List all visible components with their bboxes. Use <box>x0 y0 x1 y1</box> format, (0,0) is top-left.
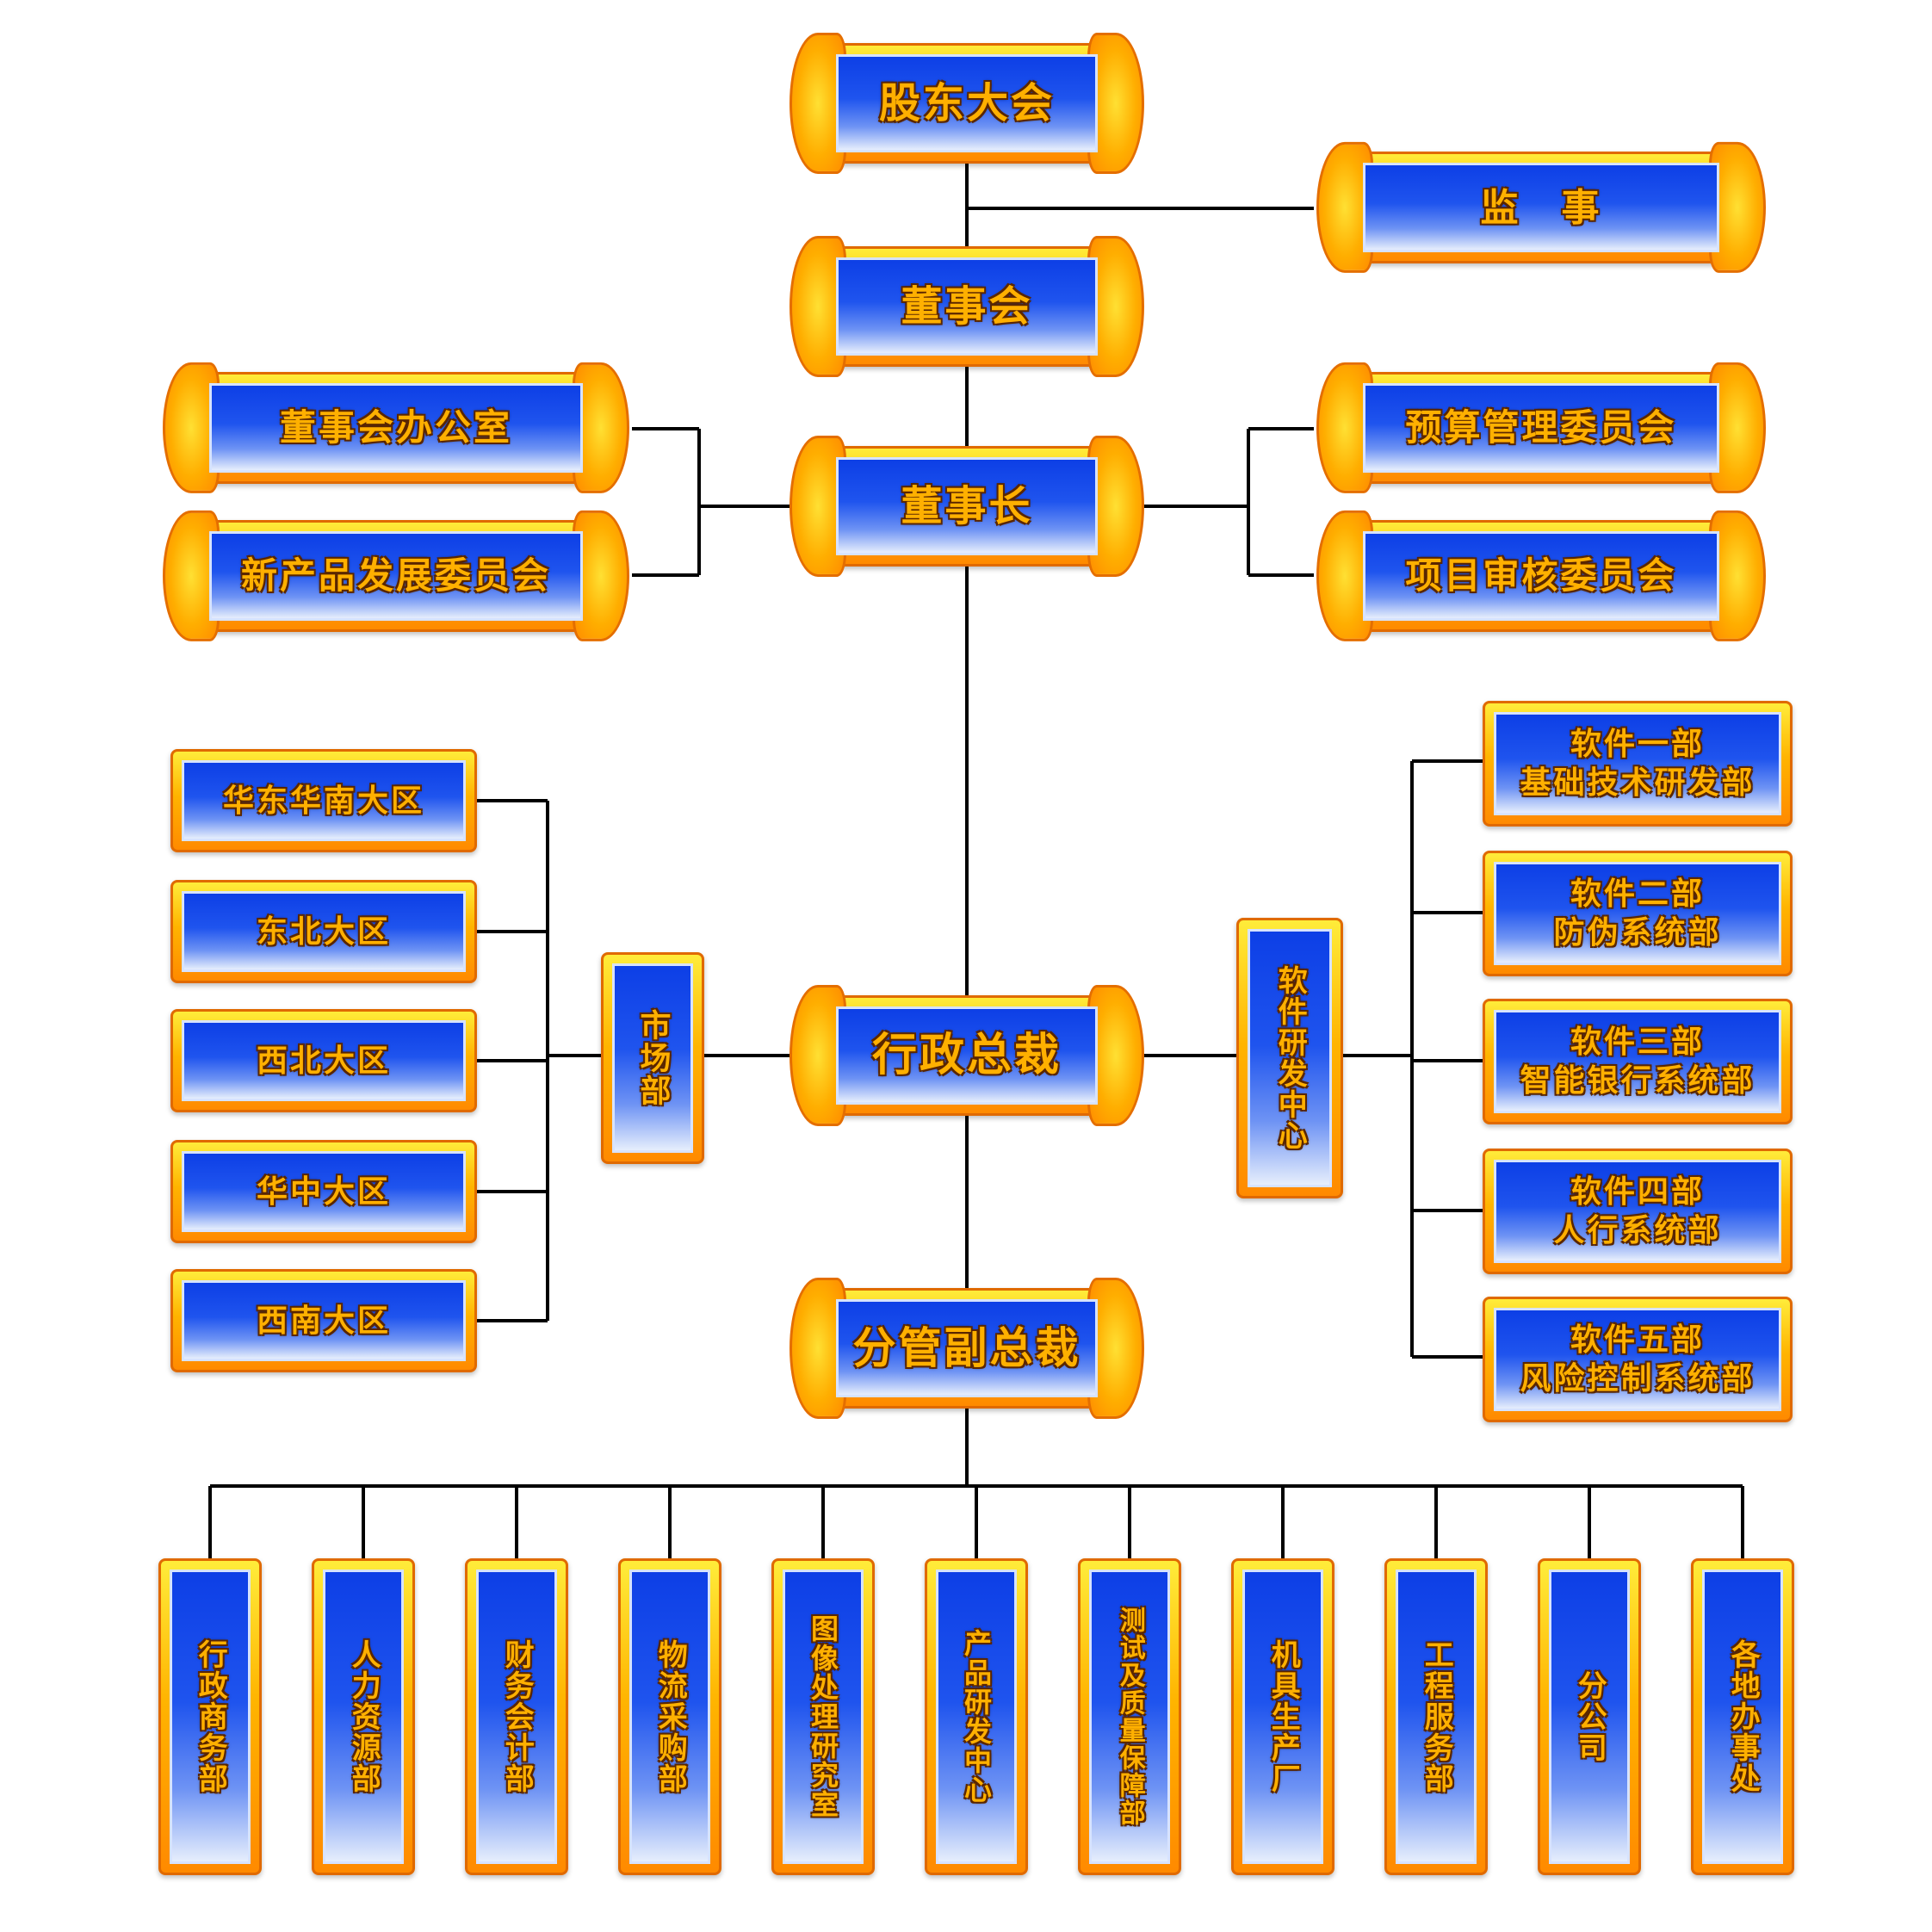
board-office-label: 董事会办公室 <box>279 406 512 449</box>
budget-committee: 预算管理委员会 <box>1352 372 1731 484</box>
supervisor-label: 监 事 <box>1480 185 1602 230</box>
software-dept-4: 软件四部人行系统部 <box>1483 1149 1793 1274</box>
software-dept-label: 软件四部人行系统部 <box>1553 1173 1721 1250</box>
bottom-dept-label: 产品研发中心 <box>960 1629 993 1805</box>
dept-name: 软件二部 <box>1570 876 1705 912</box>
bottom-dept-qa: 测试及质量保障部 <box>1078 1558 1181 1875</box>
market-department-label: 市场部 <box>635 1009 671 1107</box>
project-review-committee: 项目审核委员会 <box>1352 520 1731 632</box>
bottom-dept-label: 工程服务部 <box>1419 1639 1454 1794</box>
software-dept-2: 软件二部防伪系统部 <box>1483 851 1793 976</box>
region-northwest: 西北大区 <box>170 1009 477 1112</box>
bottom-dept-hr: 人力资源部 <box>312 1558 415 1875</box>
bottom-dept-label: 分公司 <box>1572 1670 1607 1763</box>
region-label: 华东华南大区 <box>222 783 424 819</box>
software-dept-label: 软件三部智能银行系统部 <box>1520 1023 1755 1100</box>
budget-committee-label: 预算管理委员会 <box>1405 406 1677 449</box>
region-east-south-china: 华东华南大区 <box>170 749 477 852</box>
dept-subname: 智能银行系统部 <box>1520 1063 1756 1099</box>
bottom-dept-label: 行政商务部 <box>193 1639 228 1794</box>
bottom-dept-machine-factory: 机具生产厂 <box>1231 1558 1334 1875</box>
region-southwest: 西南大区 <box>170 1269 477 1372</box>
chairman: 董事长 <box>825 446 1109 567</box>
project-review-committee-label: 项目审核委员会 <box>1405 554 1677 597</box>
dept-subname: 基础技术研发部 <box>1520 765 1756 801</box>
new-product-committee: 新产品发展委员会 <box>198 520 594 632</box>
board-office: 董事会办公室 <box>198 372 594 484</box>
vice-president: 分管副总裁 <box>825 1288 1109 1409</box>
region-label: 华中大区 <box>256 1173 391 1210</box>
bottom-dept-label: 图像处理研究室 <box>807 1614 839 1819</box>
region-northeast: 东北大区 <box>170 880 477 983</box>
shareholders-meeting: 股东大会 <box>825 43 1109 164</box>
bottom-dept-admin-business: 行政商务部 <box>158 1558 262 1875</box>
software-dept-label: 软件一部基础技术研发部 <box>1520 725 1755 802</box>
bottom-dept-label: 物流采购部 <box>653 1639 688 1794</box>
board-of-directors: 董事会 <box>825 246 1109 367</box>
new-product-committee-label: 新产品发展委员会 <box>240 554 551 597</box>
bottom-dept-product-rd: 产品研发中心 <box>925 1558 1028 1875</box>
dept-name: 软件五部 <box>1570 1322 1705 1358</box>
bottom-dept-engineering: 工程服务部 <box>1384 1558 1488 1875</box>
bottom-dept-label: 测试及质量保障部 <box>1114 1607 1145 1827</box>
dept-subname: 防伪系统部 <box>1553 915 1722 951</box>
region-label: 西北大区 <box>256 1043 391 1079</box>
bottom-dept-branch: 分公司 <box>1538 1558 1641 1875</box>
shareholders-label: 股东大会 <box>878 79 1055 127</box>
bottom-dept-local-offices: 各地办事处 <box>1691 1558 1794 1875</box>
software-rd-center: 软件研发中心 <box>1236 918 1343 1198</box>
software-rd-center-label: 软件研发中心 <box>1273 965 1308 1151</box>
software-dept-3: 软件三部智能银行系统部 <box>1483 999 1793 1124</box>
market-department: 市场部 <box>601 952 704 1164</box>
region-label: 西南大区 <box>256 1303 391 1339</box>
board-label: 董事会 <box>901 282 1033 331</box>
bottom-dept-logistics: 物流采购部 <box>618 1558 721 1875</box>
chairman-label: 董事长 <box>901 482 1033 530</box>
bottom-dept-label: 财务会计部 <box>499 1639 535 1794</box>
vice-president-label: 分管副总裁 <box>852 1322 1081 1373</box>
region-central-china: 华中大区 <box>170 1140 477 1243</box>
president: 行政总裁 <box>825 995 1109 1116</box>
bottom-dept-label: 人力资源部 <box>346 1639 381 1794</box>
dept-name: 软件一部 <box>1570 727 1705 762</box>
software-dept-label: 软件五部风险控制系统部 <box>1520 1321 1755 1398</box>
bottom-dept-label: 各地办事处 <box>1725 1639 1761 1794</box>
dept-subname: 风险控制系统部 <box>1520 1361 1756 1396</box>
dept-name: 软件三部 <box>1570 1025 1705 1060</box>
bottom-dept-image-lab: 图像处理研究室 <box>771 1558 875 1875</box>
bottom-dept-finance: 财务会计部 <box>465 1558 568 1875</box>
bottom-dept-label: 机具生产厂 <box>1266 1639 1301 1794</box>
dept-subname: 人行系统部 <box>1553 1213 1722 1248</box>
president-label: 行政总裁 <box>871 1029 1062 1081</box>
supervisor-box: 监 事 <box>1352 152 1731 263</box>
region-label: 东北大区 <box>256 913 391 950</box>
dept-name: 软件四部 <box>1570 1174 1705 1210</box>
software-dept-label: 软件二部防伪系统部 <box>1553 875 1721 952</box>
software-dept-5: 软件五部风险控制系统部 <box>1483 1297 1793 1422</box>
software-dept-1: 软件一部基础技术研发部 <box>1483 701 1793 827</box>
